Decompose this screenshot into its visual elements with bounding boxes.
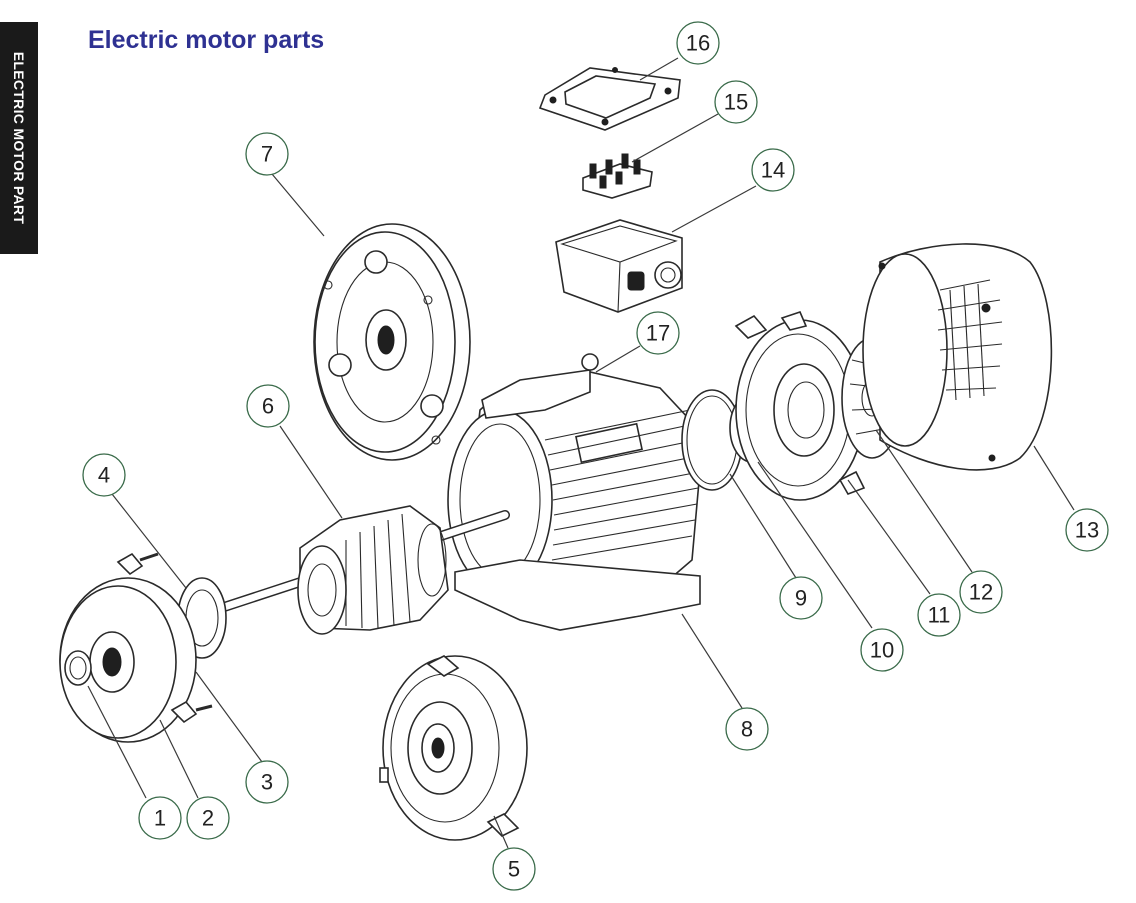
callout-7: 7	[245, 132, 289, 176]
callout-4: 4	[82, 453, 126, 497]
callout-2-label: 2	[202, 806, 214, 831]
page-title: Electric motor parts	[88, 26, 325, 54]
part-front-cover	[59, 552, 213, 743]
callout-8-label: 8	[741, 717, 753, 742]
callout-6: 6	[246, 384, 290, 428]
part-terminal-box-cover	[538, 67, 681, 131]
callout-5: 5	[492, 847, 536, 891]
callout-10: 10	[860, 628, 904, 672]
leader-lines	[87, 57, 1075, 849]
callout-16: 16	[676, 21, 720, 65]
callout-15-label: 15	[724, 90, 748, 115]
callout-2: 2	[186, 796, 230, 840]
callout-13-label: 13	[1075, 518, 1099, 543]
callout-15: 15	[714, 80, 758, 124]
callout-1: 1	[138, 796, 182, 840]
callout-17: 17	[636, 311, 680, 355]
side-tab: ELECTRIC MOTOR PART	[0, 22, 38, 254]
part-rotor	[210, 505, 510, 635]
callout-14-label: 14	[761, 158, 785, 183]
callout-4-label: 4	[98, 463, 110, 488]
part-fan-cover	[862, 243, 1053, 471]
part-stator-housing	[447, 353, 701, 631]
callout-8: 8	[725, 707, 769, 751]
callout-1-label: 1	[154, 806, 166, 831]
callout-11-label: 11	[928, 603, 951, 628]
part-rear-end-shield	[734, 311, 866, 501]
callout-11: 11	[917, 593, 961, 637]
part-end-shield	[379, 655, 528, 841]
callout-3: 3	[245, 760, 289, 804]
callout-16-label: 16	[686, 31, 710, 56]
callout-3-label: 3	[261, 770, 273, 795]
callout-6-label: 6	[262, 394, 274, 419]
callout-12: 12	[959, 570, 1003, 614]
callout-17-label: 17	[646, 321, 670, 346]
callout-14: 14	[751, 148, 795, 192]
callout-10-label: 10	[870, 638, 894, 663]
callout-5-label: 5	[508, 857, 520, 882]
part-front-flange	[313, 223, 471, 461]
callout-9: 9	[779, 576, 823, 620]
part-terminal-block	[582, 153, 653, 199]
callout-13: 13	[1065, 508, 1109, 552]
part-terminal-box	[555, 219, 683, 313]
callout-7-label: 7	[261, 142, 273, 167]
callout-12-label: 12	[969, 580, 993, 605]
callout-9-label: 9	[795, 586, 807, 611]
